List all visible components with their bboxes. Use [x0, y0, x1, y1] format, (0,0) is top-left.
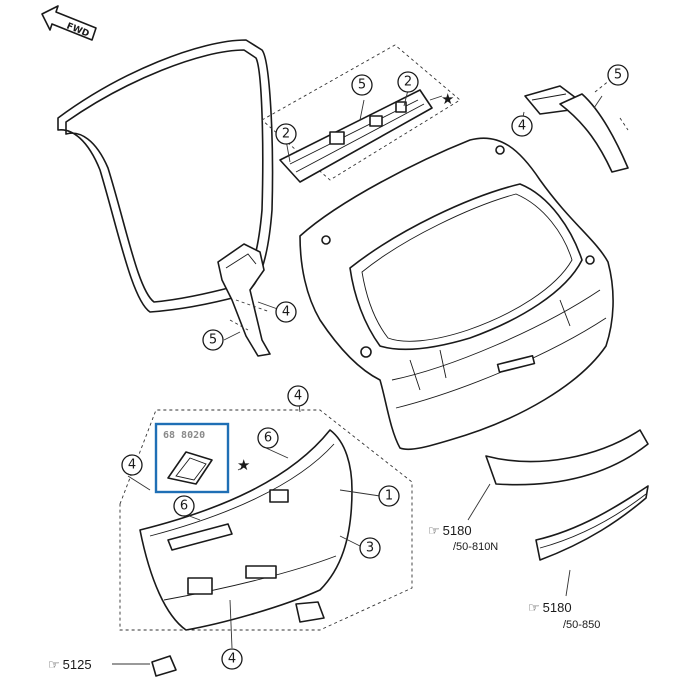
fwd-arrow: FWD: [41, 5, 97, 41]
svg-text:☞5180: ☞5180: [428, 523, 472, 538]
highlight-box: 68 8020: [154, 422, 230, 494]
liftgate-body: [299, 137, 614, 451]
callout-label: 5: [614, 68, 622, 83]
reference-5180-b[interactable]: ☞5180 /50-850: [528, 600, 600, 631]
left-garnish-piece: [217, 243, 271, 357]
callout-label: 6: [180, 499, 188, 514]
reference-main: 5180: [543, 600, 572, 615]
callout-5-upper: 5: [351, 74, 373, 96]
callout-label: 3: [366, 541, 374, 556]
callout-label: 4: [228, 652, 236, 667]
callout-label: 4: [128, 458, 136, 473]
callout-4-right: 4: [511, 115, 533, 137]
leader-lines: [127, 95, 603, 521]
callout-6-lower: 6: [173, 495, 195, 517]
callout-4-bottom: 4: [221, 648, 243, 670]
star-marker-upper: ★: [441, 90, 454, 108]
callout-label: 4: [282, 305, 290, 320]
callout-label: 1: [385, 489, 393, 504]
callout-2-upper-left: 2: [275, 123, 297, 145]
callout-4-mid: 4: [287, 385, 309, 407]
callout-label: 5: [358, 78, 366, 93]
pointer-icon: ☞: [428, 523, 440, 538]
pointer-icon: ☞: [528, 600, 540, 615]
callout-5-left: 5: [202, 329, 224, 351]
star-marker-lower: ★: [237, 456, 250, 474]
callout-5-right: 5: [607, 64, 629, 86]
reference-main: 5125: [63, 657, 92, 672]
svg-text:☞5125: ☞5125: [48, 657, 92, 672]
pointer-icon: ☞: [48, 657, 60, 672]
callout-label: 2: [404, 75, 412, 90]
callout-4-left: 4: [275, 301, 297, 323]
lower-trim-group: [119, 409, 413, 677]
right-upper-bracket: [521, 79, 629, 173]
svg-text:☞5180: ☞5180: [528, 600, 572, 615]
callout-1: 1: [378, 485, 400, 507]
part-number-text: 68 8020: [163, 430, 205, 441]
upper-garnish-group: [261, 44, 461, 183]
reference-5125[interactable]: ☞5125: [48, 657, 92, 672]
callout-label: 5: [209, 333, 217, 348]
callout-label: 4: [518, 119, 526, 134]
reference-sub: /50-810N: [453, 541, 498, 553]
reference-sub: /50-850: [563, 619, 600, 631]
reference-main: 5180: [443, 523, 472, 538]
callout-4-lower-left: 4: [121, 454, 143, 476]
callout-3: 3: [359, 537, 381, 559]
callout-6-upper: 6: [257, 427, 279, 449]
lower-right-moldings: [467, 429, 649, 597]
callout-label: 4: [294, 389, 302, 404]
callout-label: 2: [282, 127, 290, 142]
callout-2-upper-right: 2: [397, 71, 419, 93]
callout-label: 6: [264, 431, 272, 446]
reference-5180-a[interactable]: ☞5180 /50-810N: [428, 523, 498, 553]
